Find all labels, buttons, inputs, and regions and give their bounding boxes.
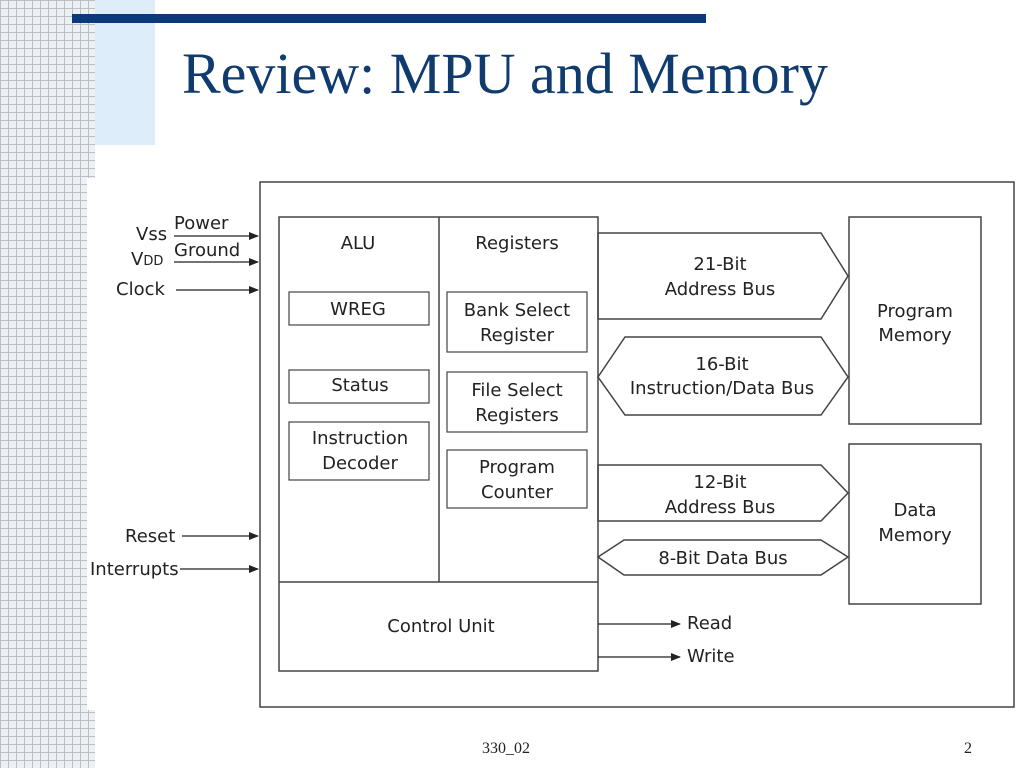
- instruction-data-bus-16-label-line2: Instruction/Data Bus: [630, 378, 814, 399]
- program-counter-box: [446, 449, 588, 509]
- address-bus-21-label-line1: 21-Bit: [693, 254, 746, 275]
- grid-background-strip: [0, 0, 95, 768]
- alu-header: ALU: [341, 233, 376, 254]
- instruction-decoder-label-line1: Instruction: [312, 428, 408, 449]
- instruction-decoder-box: [288, 421, 430, 481]
- data-memory-label-line2: Memory: [878, 525, 952, 546]
- footer-page-number: 2: [964, 740, 972, 757]
- data-memory-label-line1: Data: [894, 500, 937, 521]
- wreg-label: WREG: [330, 299, 386, 320]
- program-memory-label-line2: Memory: [878, 325, 952, 346]
- footer-course-code: 330_02: [482, 740, 530, 757]
- slide-title: Review: MPU and Memory: [182, 41, 828, 106]
- program-counter-label-line1: Program: [479, 457, 555, 478]
- reset-label: Reset: [125, 526, 175, 547]
- title-accent-bar: [72, 14, 706, 23]
- bank-select-label-line2: Register: [480, 325, 555, 346]
- wreg-box: [288, 291, 430, 326]
- read-label: Read: [687, 613, 732, 634]
- bank-select-register-box: [446, 291, 588, 353]
- ground-label: Ground: [174, 240, 240, 261]
- file-select-label-line2: Registers: [475, 405, 559, 426]
- file-select-label-line1: File Select: [471, 380, 562, 401]
- address-bus-12-arrow: [597, 464, 850, 522]
- program-memory-label-line1: Program: [877, 301, 953, 322]
- vdd-subscript: DD: [143, 254, 163, 269]
- address-bus-12-label-line2: Address Bus: [665, 497, 776, 518]
- instruction-data-bus-16-arrow: [597, 336, 849, 416]
- address-bus-12-label-line1: 12-Bit: [693, 472, 746, 493]
- outer-frame: [259, 181, 1015, 708]
- bank-select-label-line1: Bank Select: [464, 300, 570, 321]
- registers-header: Registers: [475, 233, 559, 254]
- data-memory-box: [848, 443, 982, 605]
- mpu-memory-diagram: ALU WREG Status Instruction Decoder Regi…: [90, 181, 1015, 708]
- control-unit-label: Control Unit: [387, 616, 494, 637]
- vdd-prefix: V: [131, 249, 144, 270]
- address-bus-21-label-line2: Address Bus: [665, 279, 776, 300]
- data-bus-8-arrow: [596, 539, 850, 576]
- power-label: Power: [174, 213, 229, 234]
- interrupts-label: Interrupts: [90, 559, 179, 580]
- address-bus-21-arrow: [597, 232, 849, 320]
- status-label: Status: [331, 375, 388, 396]
- program-memory-box: [848, 216, 982, 425]
- write-label: Write: [687, 646, 735, 667]
- program-counter-label-line2: Counter: [481, 482, 554, 503]
- clock-label: Clock: [116, 279, 165, 300]
- data-bus-8-label: 8-Bit Data Bus: [658, 548, 787, 569]
- instruction-data-bus-16-label-line1: 16-Bit: [695, 354, 748, 375]
- vss-label: Vss: [136, 224, 167, 245]
- status-box: [288, 369, 430, 404]
- vdd-label: VDD: [131, 249, 163, 270]
- instruction-decoder-label-line2: Decoder: [322, 453, 398, 474]
- accent-block: [95, 0, 155, 145]
- file-select-registers-box: [446, 371, 588, 433]
